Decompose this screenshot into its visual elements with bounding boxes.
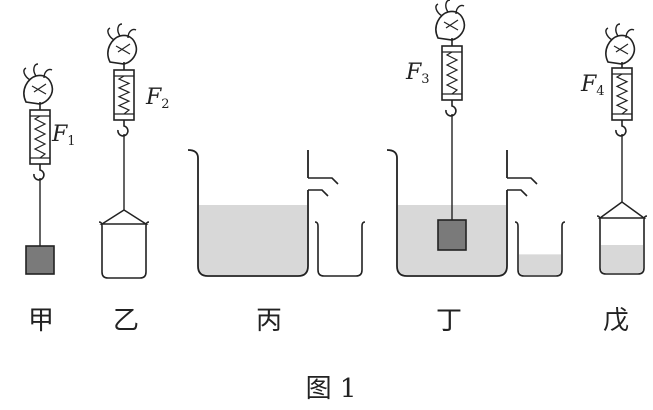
hand-icon [435,0,466,46]
beaker-wall [187,149,309,277]
beaker-wall [314,221,366,277]
beaker-wall [596,215,648,275]
hanger-triangle [597,201,647,219]
hand-finger [107,27,115,41]
spout [308,177,339,185]
hand-icon [107,23,138,70]
hook-icon [615,120,627,137]
force-symbol: F [406,60,422,85]
receiving-beaker [314,221,366,277]
force-symbol: F [581,72,597,97]
panel-label-jia: 甲 [27,306,54,336]
spout [507,177,538,185]
hand-icon [605,23,636,70]
beaker-wall [514,221,566,277]
panel-bing [187,149,366,277]
hook-icon [117,120,129,137]
panel-label-yi: 乙 [112,306,139,336]
force-label-f3: F3 [406,60,430,87]
hook-icon [445,100,457,117]
water [519,254,561,275]
panel-yi [98,23,150,279]
water [199,205,307,275]
spring-scale-icon [29,109,51,165]
force-subscript: 4 [596,84,605,99]
hand-finger [117,23,123,37]
scale-spring [615,73,629,115]
spout [507,189,528,197]
scale-spring [33,115,47,159]
hook-icon [33,164,45,181]
hand-finger [33,63,39,77]
panel-wu [596,23,648,275]
figure-caption: 图 1 [305,374,357,404]
force-subscript: 1 [67,134,76,149]
hand-icon [23,63,54,110]
force-symbol: F [146,85,162,110]
overflow-beaker [187,149,339,277]
water [601,245,643,273]
overflow-beaker [386,149,538,277]
hanging-beaker [98,221,150,279]
panel-ding [386,0,566,277]
hand-finger [625,28,635,39]
spring-scale-icon [611,67,633,121]
beaker-wall [98,221,150,279]
spring-scale-icon [113,69,135,121]
scale-spring [445,51,459,95]
panel-label-ding: 丁 [435,306,462,336]
force-label-f2: F2 [146,85,170,112]
force-subscript: 3 [421,72,430,87]
hand-finger [605,27,613,41]
hand-shading [115,43,131,55]
hand-finger [455,4,465,15]
hand-finger [43,68,53,79]
panel-jia [23,63,55,275]
metal-block [25,245,55,275]
force-subscript: 2 [161,97,170,112]
hand-finger [127,28,137,39]
force-label-f4: F4 [581,72,605,99]
spout [308,189,329,197]
beaker-wall [386,149,508,277]
force-symbol: F [52,122,68,147]
hand-finger [445,0,451,13]
scale-spring [117,75,131,115]
hand-shading [31,83,47,95]
metal-block [437,219,467,251]
hand-shading [443,19,459,31]
force-label-f1: F1 [52,122,76,149]
hand-finger [615,23,621,37]
hand-shading [613,43,629,55]
hand-finger [435,3,443,17]
hanger-triangle [99,209,149,225]
panel-label-bing: 丙 [255,306,282,336]
spring-scale-icon [441,45,463,101]
hand-finger [23,67,31,81]
panel-label-wu: 戊 [602,306,629,336]
receiving-beaker [514,221,566,277]
hanging-beaker [596,215,648,275]
